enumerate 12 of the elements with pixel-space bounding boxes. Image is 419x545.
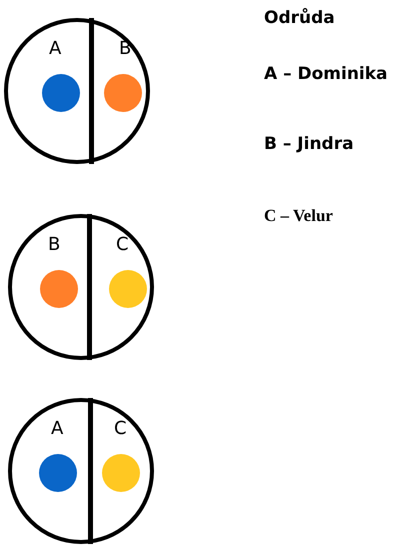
section-letter: B [48,234,60,255]
section-letter: A [49,38,62,59]
section-letter: A [51,418,64,439]
variety-label: C – Velur [264,206,333,226]
variety-label: B – Jindra [264,134,354,154]
petri-dish [8,398,154,544]
variety-label: A – Dominika [264,64,388,84]
petri-dish [4,18,150,164]
legend-title: Odrůda [264,8,335,28]
section-letter: C [116,234,129,255]
section-letter: C [114,418,127,439]
petri-dish [8,214,154,360]
